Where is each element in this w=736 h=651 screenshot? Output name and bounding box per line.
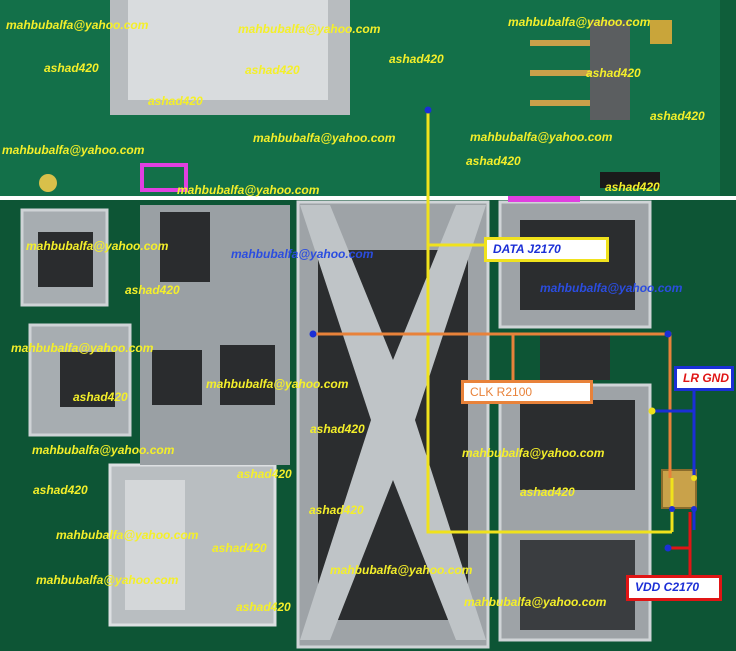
watermark-email: mahbubalfa@yahoo.com	[206, 377, 349, 391]
watermark-email: mahbubalfa@yahoo.com	[11, 341, 154, 355]
watermark-user: ashad420	[389, 52, 444, 66]
watermark-email: mahbubalfa@yahoo.com	[330, 563, 473, 577]
watermark-user: ashad420	[33, 483, 88, 497]
antenna-connector	[650, 20, 672, 44]
watermark-email: mahbubalfa@yahoo.com	[253, 131, 396, 145]
watermark-email: mahbubalfa@yahoo.com	[470, 130, 613, 144]
watermark-email: mahbubalfa@yahoo.com	[6, 18, 149, 32]
watermark-user: ashad420	[237, 467, 292, 481]
watermark-email: mahbubalfa@yahoo.com	[177, 183, 320, 197]
clk-r2100-label: CLK R2100	[461, 380, 593, 404]
lr-gnd-label: LR GND	[674, 366, 734, 391]
watermark-user: ashad420	[44, 61, 99, 75]
data-j2170-label: DATA J2170	[484, 237, 609, 262]
watermark-email: mahbubalfa@yahoo.com	[540, 281, 683, 295]
data-trace	[426, 110, 672, 534]
vdd-c2170-label: VDD C2170	[626, 575, 722, 601]
highlight-box	[140, 163, 188, 192]
watermark-user: ashad420	[586, 66, 641, 80]
watermark-user: ashad420	[310, 422, 365, 436]
mic-component	[661, 469, 697, 509]
watermark-email: mahbubalfa@yahoo.com	[238, 22, 381, 36]
watermark-email: mahbubalfa@yahoo.com	[56, 528, 199, 542]
watermark-email: mahbubalfa@yahoo.com	[508, 15, 651, 29]
watermark-email: mahbubalfa@yahoo.com	[231, 247, 374, 261]
watermark-email: mahbubalfa@yahoo.com	[36, 573, 179, 587]
watermark-user: ashad420	[245, 63, 300, 77]
watermark-email: mahbubalfa@yahoo.com	[462, 446, 605, 460]
watermark-email: mahbubalfa@yahoo.com	[32, 443, 175, 457]
watermark-email: mahbubalfa@yahoo.com	[2, 143, 145, 157]
watermark-user: ashad420	[605, 180, 660, 194]
watermark-user: ashad420	[650, 109, 705, 123]
watermark-user: ashad420	[236, 600, 291, 614]
watermark-user: ashad420	[520, 485, 575, 499]
watermark-email: mahbubalfa@yahoo.com	[464, 595, 607, 609]
watermark-user: ashad420	[309, 503, 364, 517]
watermark-user: ashad420	[212, 541, 267, 555]
watermark-user: ashad420	[125, 283, 180, 297]
watermark-user: ashad420	[73, 390, 128, 404]
watermark-user: ashad420	[148, 94, 203, 108]
watermark-email: mahbubalfa@yahoo.com	[26, 239, 169, 253]
watermark-user: ashad420	[466, 154, 521, 168]
